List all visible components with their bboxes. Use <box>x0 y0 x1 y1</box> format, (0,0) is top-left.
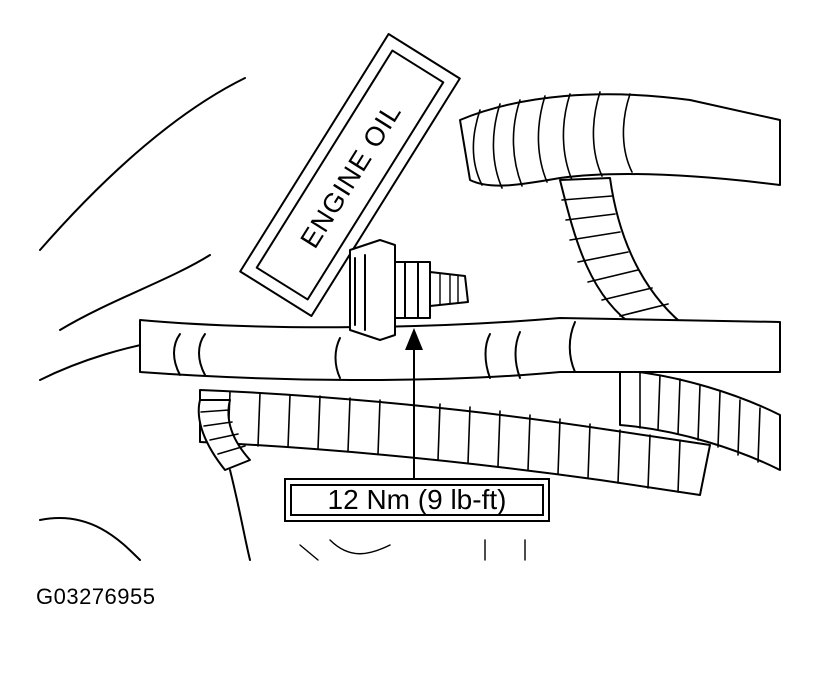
lower-right-harness <box>619 369 781 471</box>
upper-wire-harness <box>459 91 781 189</box>
right-wire-loop <box>559 177 691 331</box>
figure-id: G03276955 <box>36 584 156 609</box>
left-vertical-harness <box>197 399 251 471</box>
engine-block-outline <box>39 77 526 561</box>
main-wire-harness <box>139 317 781 381</box>
torque-spec-callout: 12 Nm (9 lb-ft) <box>284 478 550 522</box>
oil-pressure-sensor <box>349 239 469 341</box>
lower-left-harness <box>199 389 711 496</box>
torque-leader-arrow <box>405 328 423 479</box>
